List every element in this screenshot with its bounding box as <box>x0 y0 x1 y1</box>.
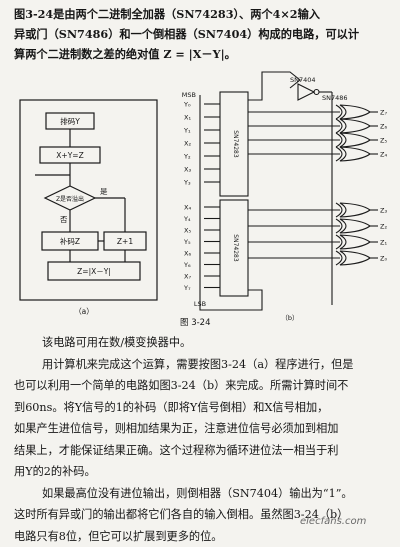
xor-gate <box>340 133 370 147</box>
lsb-label: LSB <box>194 300 206 308</box>
xor-gate <box>340 219 370 233</box>
body-line-1: 该电路可用在数/模变换器中。 <box>14 332 394 354</box>
input-label: Y₆ <box>183 261 191 269</box>
xor-gate <box>340 203 370 217</box>
output-label: Z₅ <box>380 137 387 145</box>
input-label: X₄ <box>184 204 191 212</box>
input-label: X₅ <box>184 227 191 235</box>
input-label: X₂ <box>184 140 191 148</box>
xor-gate <box>340 251 370 265</box>
flowchart-caption: （a） <box>74 307 94 316</box>
circuit-caption: （b） <box>281 314 298 322</box>
input-label: X₆ <box>184 250 191 258</box>
body-text: 该电路可用在数/模变换器中。 用计算机来完成这个运算，需要按图3-24（a）程序… <box>14 332 394 547</box>
flowchart-result-label: Z=|X－Y| <box>77 267 111 276</box>
output-label: Z₂ <box>380 223 387 231</box>
output-label: Z₄ <box>380 151 387 159</box>
circuit-labels: MSB LSB SN74283 SN74283 SN7404 SN7486 （b… <box>182 76 348 322</box>
flowchart-decision-label: Z是否溢出 <box>56 195 84 203</box>
body-line-8: 如果最高位没有进位输出，则倒相器（SN7404）输出为“1”。 <box>14 483 394 505</box>
input-label: X₁ <box>184 114 191 122</box>
adder-top-inputs <box>204 104 220 182</box>
flowchart-no-label: 否 <box>60 215 68 224</box>
inverter-gate <box>298 84 314 100</box>
msb-label: MSB <box>182 91 196 99</box>
input-label: X₇ <box>184 273 191 281</box>
body-line-10: 电路只有8位，但它可以扩展到更多的位。 <box>14 526 394 547</box>
figure-label: 图 3-24 <box>180 316 211 328</box>
flowchart-start-label: 排码Y <box>60 116 80 126</box>
input-label: Y₇ <box>183 284 191 292</box>
body-line-7: 用Y的2的补码。 <box>14 461 394 483</box>
adder-bottom-label: SN74283 <box>232 234 239 262</box>
flowchart-plus-label: Z+1 <box>117 237 133 246</box>
output-label: Z₁ <box>380 239 387 247</box>
input-label: Y₂ <box>183 153 191 161</box>
body-line-2: 用计算机来完成这个运算，需要按图3-24（a）程序进行，但是 <box>14 354 394 376</box>
adder-bottom-inputs <box>204 207 220 288</box>
input-label: Y₅ <box>183 238 191 246</box>
watermark: elecfans.com <box>300 516 366 527</box>
input-label: Y₁ <box>183 127 191 135</box>
input-labels: Y₀ X₁ Y₁ X₂ Y₂ X₃ Y₃ X₄ Y₄ X₅ Y₅ X₆ Y₆ X₇ Y₇ <box>183 101 191 293</box>
body-line-5: 如果产生进位信号，则相加结果为正，注意进位信号必须加到相加 <box>14 418 394 440</box>
input-label: Y₃ <box>183 179 191 187</box>
flowchart-complement-label: 补码Z <box>60 236 80 246</box>
xor-gate <box>340 105 370 119</box>
body-line-6: 结果上，才能保证结果正确。这个过程称为循环进位法一相当于利 <box>14 440 394 462</box>
body-line-3: 也可以利用一个简单的电路如图3-24（b）来完成。所需计算时间不 <box>14 375 394 397</box>
xor-gate <box>340 119 370 133</box>
output-label: Z₀ <box>380 255 387 263</box>
output-label: Z₆ <box>380 123 387 131</box>
xor-chip-label: SN7486 <box>322 94 348 102</box>
flowchart-add-label: X+Y=Z <box>56 151 83 160</box>
flowchart-yes-label: 是 <box>100 187 108 196</box>
xor-gate <box>340 147 370 161</box>
circuit-diagram <box>200 72 378 310</box>
body-line-4: 到60ns。将Y信号的1的补码（即将Y信号倒相）和X信号相加， <box>14 397 394 419</box>
output-labels: Z₇ Z₆ Z₅ Z₄ Z₃ Z₂ Z₁ Z₀ <box>380 109 387 263</box>
output-label: Z₃ <box>380 207 387 215</box>
input-label: X₃ <box>184 166 191 174</box>
xor-gate <box>340 235 370 249</box>
inverter-label: SN7404 <box>290 76 316 84</box>
flowchart-labels: 排码Y X+Y=Z Z是否溢出 否 是 补码Z Z+1 Z=|X－Y| （a） <box>56 116 133 316</box>
output-label: Z₇ <box>380 109 387 117</box>
input-label: Y₄ <box>183 215 191 223</box>
input-label: Y₀ <box>183 101 191 109</box>
xor-gate-array <box>248 105 378 265</box>
carry-in-line <box>236 290 262 310</box>
figure-3-24: 排码Y X+Y=Z Z是否溢出 否 是 补码Z Z+1 Z=|X－Y| （a） … <box>0 0 400 330</box>
adder-top-label: SN74283 <box>232 130 239 158</box>
